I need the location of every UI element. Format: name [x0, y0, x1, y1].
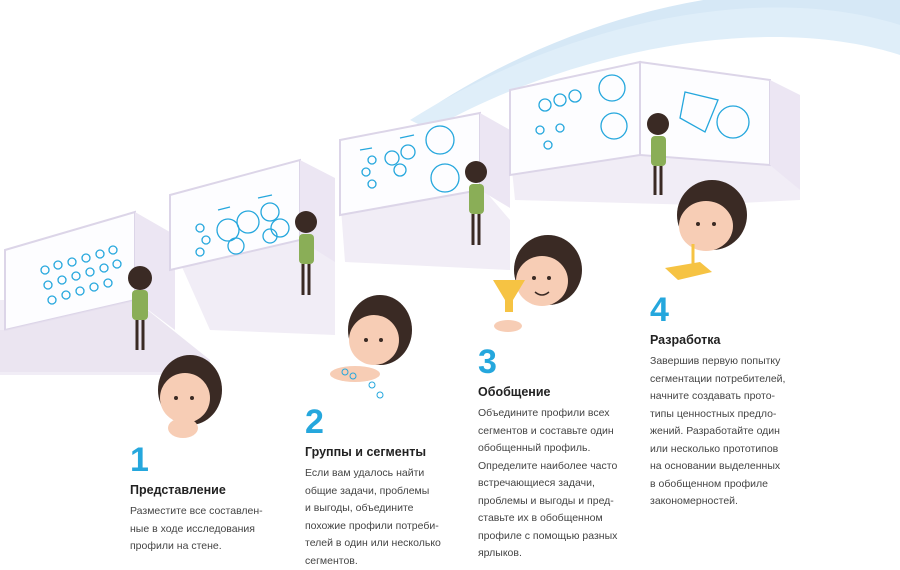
room-2-profile-clusters — [195, 194, 290, 257]
face-3 — [493, 235, 582, 332]
step-2-description: Если вам удалось найти общие задачи, про… — [305, 467, 441, 567]
step-1-description: Разместите все составлен- ные в ходе исс… — [130, 505, 263, 552]
step-2: 2 Группы и сегменты Если вам удалось най… — [305, 405, 475, 570]
room-1 — [0, 210, 210, 375]
room-4-profiles — [535, 74, 750, 150]
step-4-title: Разработка — [650, 333, 721, 347]
step-3-title: Обобщение — [478, 385, 551, 399]
step-1-title: Представление — [130, 483, 226, 497]
step-3-number: 3 — [478, 343, 497, 381]
sticky-note — [665, 262, 712, 280]
room-2-person — [295, 211, 317, 295]
room-4-side-wall — [770, 80, 800, 190]
room-3 — [339, 111, 510, 270]
step-1: 1 Представление Разместите все составлен… — [130, 443, 300, 556]
face-4 — [665, 180, 747, 280]
step-3-description: Объедините профили всех сегментов и сост… — [478, 407, 618, 559]
step-2-number: 2 — [305, 403, 324, 441]
room-3-person — [465, 161, 487, 245]
face-2 — [330, 295, 412, 399]
funnel — [493, 280, 525, 312]
background-arc-band — [410, 7, 900, 130]
room-1-person — [128, 266, 152, 350]
step-4-number: 4 — [650, 291, 669, 329]
step-2-title: Группы и сегменты — [305, 445, 427, 459]
room-1-base — [0, 300, 210, 372]
room-3-profiles — [359, 125, 460, 193]
room-4-person — [647, 113, 669, 195]
room-1-profiles — [40, 245, 122, 305]
step-4-description: Завершив первую попытку сегментации потр… — [650, 355, 786, 507]
step-1-number: 1 — [130, 441, 149, 479]
face-1 — [158, 355, 222, 438]
step-4: 4 Разработка Завершив первую попытку сег… — [650, 293, 820, 511]
room-2 — [169, 158, 335, 335]
room-4 — [509, 60, 800, 205]
step-3: 3 Обобщение Объедините профили всех сегм… — [478, 345, 648, 563]
room-3-side-wall — [480, 113, 510, 208]
